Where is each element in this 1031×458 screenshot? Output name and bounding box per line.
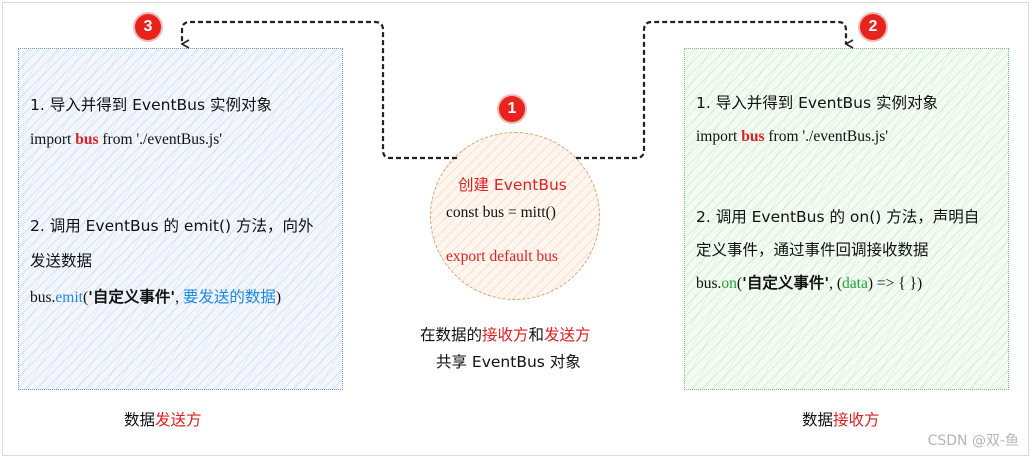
receiver-import-code: import bus from './eventBus.js' [696,128,889,145]
receiver-box [684,48,1009,390]
const-bus-code: const bus = mitt() [446,204,556,221]
sender-import-code: import bus from './eventBus.js' [30,131,223,148]
receiver-step2-text-line2: 定义事件，通过事件回调接收数据 [696,241,929,259]
export-default-code: export default bus [446,248,558,265]
sender-step2-text-line1: 2. 调用 EventBus 的 emit() 方法，向外 [30,217,314,235]
sender-step1-text: 1. 导入并得到 EventBus 实例对象 [30,96,273,114]
step-1-badge: 1 [499,96,525,122]
sender-step2-text-line2: 发送数据 [30,252,93,270]
create-eventbus-label: 创建 EventBus [458,176,567,194]
share-text-line2: 共享 EventBus 对象 [436,353,581,371]
eventbus-circle [430,132,600,300]
sender-emit-code: bus.emit('自定义事件', 要发送的数据) [30,288,282,306]
watermark: CSDN @双-鱼 [927,433,1019,449]
receiver-step1-text: 1. 导入并得到 EventBus 实例对象 [696,94,939,112]
sender-box [18,48,343,390]
step-2-badge: 2 [860,14,886,40]
receiver-step2-text-line1: 2. 调用 EventBus 的 on() 方法，声明自 [696,208,980,226]
arrow-to-sender [180,20,457,160]
sender-caption: 数据发送方 [124,411,202,429]
step-3-badge: 3 [135,14,161,40]
share-text-line1: 在数据的接收方和发送方 [420,326,591,344]
arrow-to-receiver [576,20,854,160]
receiver-on-code: bus.on('自定义事件', (data) => { }) [696,274,923,292]
receiver-caption: 数据接收方 [802,411,880,429]
